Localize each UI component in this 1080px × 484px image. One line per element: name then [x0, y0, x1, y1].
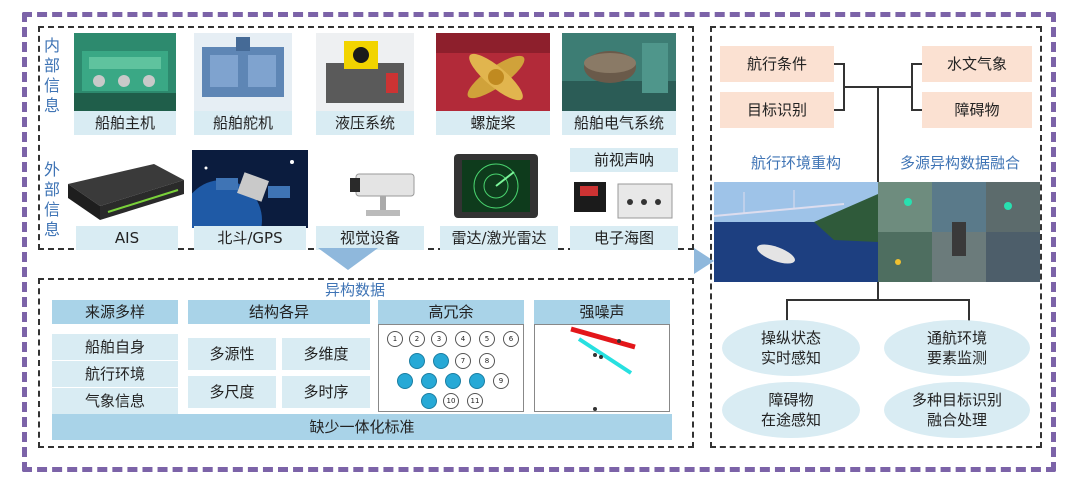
bracket-line: [834, 109, 844, 111]
sonar-chart-image: [570, 176, 678, 224]
heterogeneous-data-title: 异构数据: [300, 280, 410, 300]
noise-plot: [534, 324, 670, 412]
maneuver-state-label: 操纵状态 实时感知: [760, 329, 821, 367]
external-item-ais: AIS: [76, 226, 178, 250]
connector-line: [877, 86, 879, 184]
internal-item-propeller: 螺旋桨: [436, 111, 550, 135]
external-info-label: 外部信息: [43, 160, 60, 239]
outer-frame: [22, 12, 1056, 472]
structure-item-multidim: 多维度: [282, 338, 370, 370]
connector-line: [786, 299, 788, 321]
visual-camera-image: [316, 160, 424, 224]
node-blue-f: [469, 373, 485, 389]
node-blue-g: [421, 393, 437, 409]
multisource-fusion-image: [878, 182, 1040, 282]
node-blue-e: [445, 373, 461, 389]
node-11: 11: [467, 393, 483, 409]
multisource-fusion-title: 多源异构数据融合: [899, 154, 1020, 172]
beidou-gps-image: [192, 150, 308, 228]
condition-target: 目标识别: [720, 92, 834, 128]
bracket-line: [911, 63, 913, 111]
connector-line: [877, 282, 879, 300]
target-fusion-label: 多种目标识别 融合处理: [911, 391, 1002, 429]
redundancy-graph: 1 2 3 4 5 6 7 8 9 10 11: [378, 324, 524, 412]
ais-device-image: [60, 150, 190, 228]
condition-navigation: 航行条件: [720, 46, 834, 82]
condition-obstacle: 障碍物: [922, 92, 1032, 128]
structure-item-multiscale: 多尺度: [188, 376, 276, 408]
obstacle-sensing-label: 障碍物 在途感知: [760, 391, 821, 429]
source-item-ship: 船舶自身: [52, 334, 178, 360]
structure-diversity-header: 结构各异: [188, 300, 370, 324]
fusion-box: [710, 26, 1042, 448]
bracket-line: [912, 63, 922, 65]
external-item-radar-lidar: 雷达/激光雷达: [440, 226, 558, 250]
node-blue-b: [433, 353, 449, 369]
node-9: 9: [493, 373, 509, 389]
env-reconstruction-image: [714, 182, 878, 282]
external-item-visual: 视觉设备: [316, 226, 424, 250]
maneuver-state-ellipse: 操纵状态 实时感知: [722, 320, 860, 376]
condition-hydro: 水文气象: [922, 46, 1032, 82]
propeller-image: [436, 33, 550, 111]
structure-item-multisource: 多源性: [188, 338, 276, 370]
node-1: 1: [387, 331, 403, 347]
navigation-env-label: 通航环境 要素监测: [926, 329, 987, 367]
hydraulic-system-image: [316, 33, 414, 111]
structure-item-multitime: 多时序: [282, 376, 370, 408]
connector-line: [786, 299, 970, 301]
node-6: 6: [503, 331, 519, 347]
node-3: 3: [431, 331, 447, 347]
internal-item-hydraulic: 液压系统: [316, 111, 414, 135]
node-10: 10: [443, 393, 459, 409]
internal-item-main-engine: 船舶主机: [74, 111, 176, 135]
heterogeneous-data-box: [38, 278, 694, 448]
noise-header: 强噪声: [534, 300, 670, 324]
external-item-beidou-gps: 北斗/GPS: [194, 226, 306, 250]
external-item-e-chart: 电子海图: [570, 226, 678, 250]
node-blue-c: [397, 373, 413, 389]
internal-item-electrical: 船舶电气系统: [562, 111, 676, 135]
node-blue-d: [421, 373, 437, 389]
node-blue-a: [409, 353, 425, 369]
source-item-environment: 航行环境: [52, 361, 178, 387]
node-7: 7: [455, 353, 471, 369]
source-item-weather: 气象信息: [52, 388, 178, 414]
node-4: 4: [455, 331, 471, 347]
connector-line: [968, 299, 970, 321]
main-engine-image: [74, 33, 176, 111]
source-diversity-header: 来源多样: [52, 300, 178, 324]
redundancy-header: 高冗余: [378, 300, 524, 324]
bracket-line: [834, 63, 844, 65]
radar-display-image: [446, 150, 546, 222]
env-reconstruction-title: 航行环境重构: [750, 154, 841, 172]
electrical-system-image: [562, 33, 676, 111]
obstacle-sensing-ellipse: 障碍物 在途感知: [722, 382, 860, 438]
steering-gear-image: [194, 33, 292, 111]
internal-info-label: 内部信息: [43, 36, 60, 115]
down-arrow-icon: [318, 248, 378, 272]
target-fusion-ellipse: 多种目标识别 融合处理: [884, 382, 1030, 438]
node-2: 2: [409, 331, 425, 347]
node-5: 5: [479, 331, 495, 347]
bracket-line: [912, 109, 922, 111]
navigation-env-ellipse: 通航环境 要素监测: [884, 320, 1030, 376]
right-arrow-icon: [694, 248, 716, 274]
node-8: 8: [479, 353, 495, 369]
external-item-sonar: 前视声呐: [570, 148, 678, 172]
lack-of-standard-bar: 缺少一体化标准: [52, 414, 672, 440]
internal-item-steering-gear: 船舶舵机: [194, 111, 292, 135]
